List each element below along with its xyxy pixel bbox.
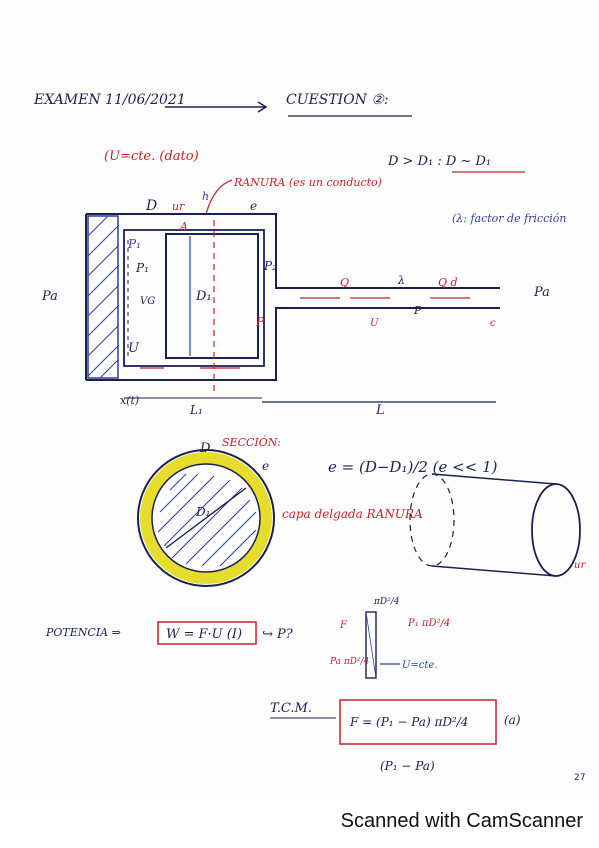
force-box [339,699,497,745]
section-outer-circle [137,449,275,587]
label-q: Q [340,276,349,289]
outer-wall-bottom [86,307,500,381]
force-equation: F = (P₁ − Pa) πD²/4 [349,715,468,729]
potencia-label: POTENCIA ⇒ [45,626,121,639]
label-p2: P₂ [263,259,277,273]
label-h: h [202,190,209,203]
flow-arrows [140,297,470,369]
fb-u: U=cte. [402,660,438,671]
cylinder-front [531,483,581,577]
label-pipe-u: U [370,318,379,329]
label-e: e [250,199,257,213]
label-ur: ur [172,200,185,213]
pa-right: Pa [533,285,550,300]
section-hatch [157,473,257,567]
d-relation-note: D > D₁ : D ~ D₁ [387,154,491,169]
section-d1-line [165,487,247,549]
handwritten-notes: EXAMEN 11/06/2021 CUESTION ②: (U=cte. (d… [33,92,586,783]
header-arrow [257,101,268,113]
label-p1-top: P₁ [127,237,141,251]
fb-top: πD²/4 [373,597,400,607]
label-d: D [145,198,157,214]
label-xt: x(t) [120,394,139,407]
label-qd: Q d [438,276,458,289]
label-l1: L₁ [189,403,203,417]
hatched-region [87,215,119,379]
page-number: 27 [574,773,585,783]
lambda-note: (λ: factor de fricción [452,212,567,225]
scanner-watermark: Scanned with CamScanner [340,810,583,832]
label-d1: D₁ [195,289,212,304]
power-equation: W = F·U (I) [166,627,242,642]
label-pipe-p: P [413,304,422,317]
fb-element [365,611,377,679]
label-vg: VG [140,296,155,307]
force-under: (P₁ − Pa) [380,759,435,773]
section-e: e [262,459,269,473]
cylinder-back [409,473,455,567]
label-pipe-c: c [490,318,496,329]
cylinder-ur: ur [574,560,586,571]
label-p1: P₁ [135,261,149,275]
fb-p1: P₁ πD²/4 [407,618,450,629]
label-lambda: λ [397,274,405,287]
seccion-label: SECCIÓN: [222,435,281,449]
inner-chamber [123,229,265,367]
label-p: P [255,315,265,329]
section-inner-circle [151,463,261,573]
fb-f: F [339,620,348,631]
power-arrow: ↪ P? [262,627,294,642]
hatching [87,215,119,379]
outer-wall-top [86,213,500,289]
u-constant-note: (U=cte. (dato) [104,149,199,164]
label-u: U [128,341,140,356]
piston [165,233,259,359]
exam-title: EXAMEN 11/06/2021 [33,92,186,108]
ranura-note: RANURA (es un conducto) [233,176,382,189]
tcm-label: T.C.M. [270,701,312,716]
force-tag: (a) [504,713,521,727]
cylinder-top-edge [431,473,557,485]
cylinder-bottom-edge [431,565,557,577]
power-box [157,621,257,645]
label-a: A [179,220,188,233]
ranura-leader [205,179,233,215]
capa-note: capa delgada RANURA [282,507,423,521]
scanner-footer: Scanned with CamScanner [0,800,599,848]
label-l: L [375,403,385,418]
fb-hatch [365,611,377,679]
question-title: CUESTION ②: [286,92,389,108]
e-formula: e = (D−D₁)/2 (e << 1) [328,458,498,476]
section-yellow-ring [140,452,272,584]
fb-pa: Pa πD²/4 [329,657,370,667]
pa-left: Pa [41,289,58,304]
section-d1: D₁ [195,505,210,519]
